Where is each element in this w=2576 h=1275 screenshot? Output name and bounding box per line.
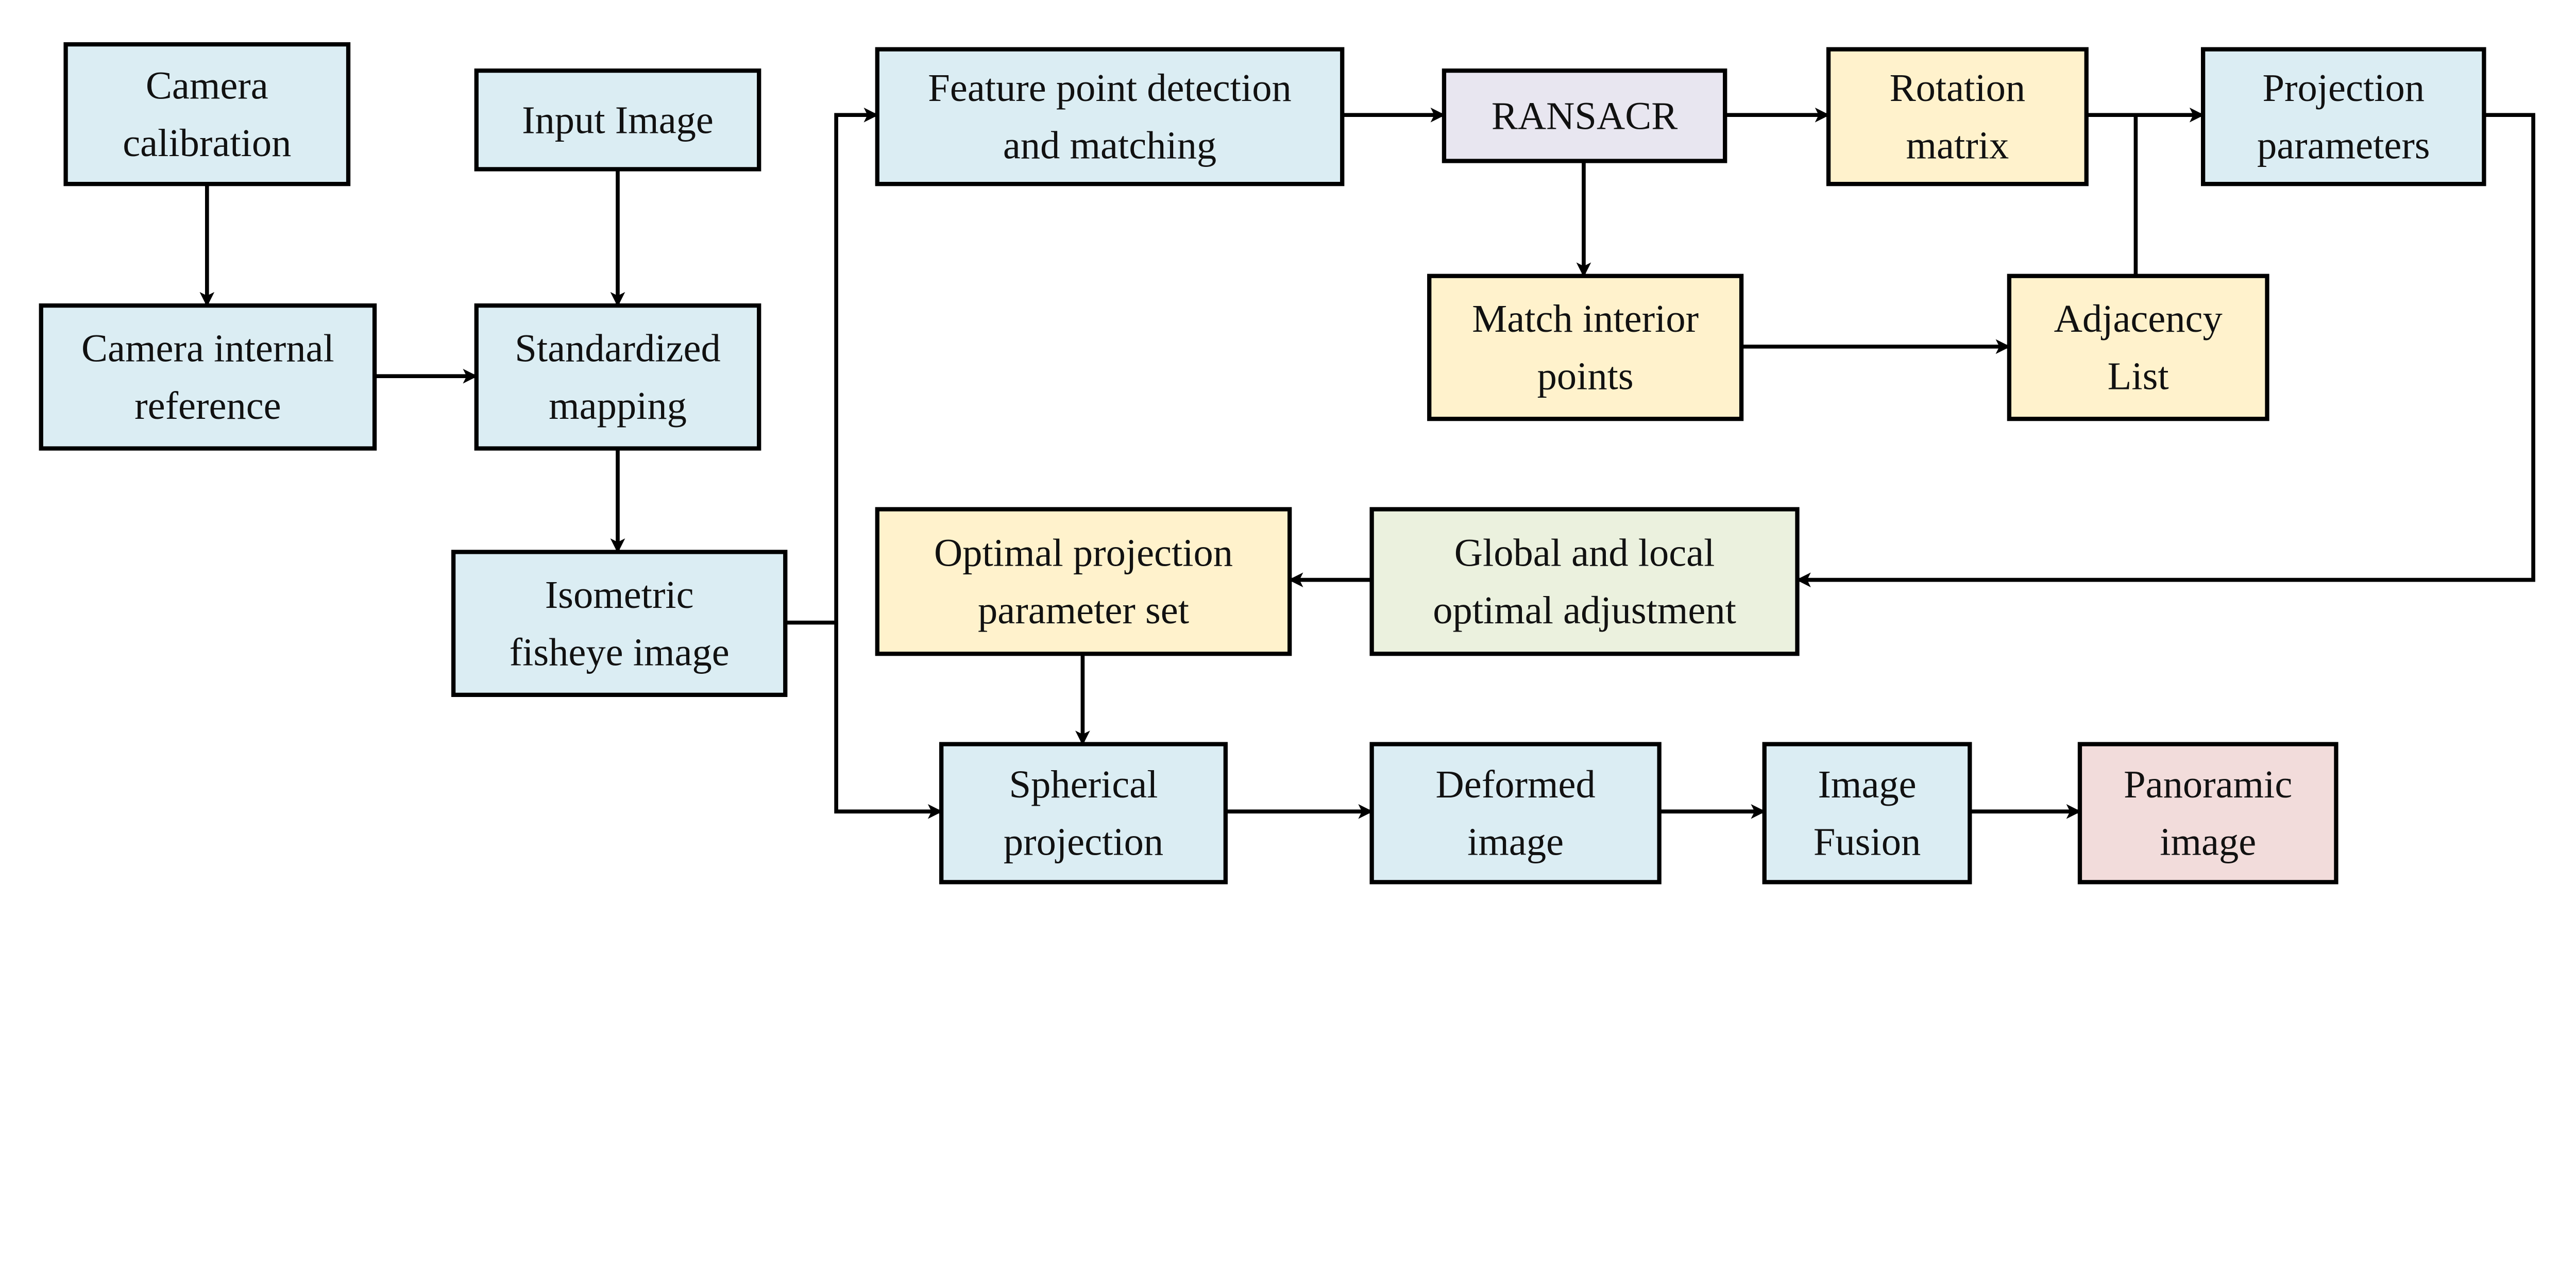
node-label: Camera: [146, 63, 268, 107]
node-label: mapping: [549, 384, 687, 428]
arrow-projection-parameters-to-global-local-optimal-adjustment: [1796, 113, 2535, 587]
node-deformed-image: Deformed image: [1369, 742, 1662, 885]
node-box: [39, 303, 377, 451]
arrow-isometric-fisheye-image-to-spherical-projection: [834, 622, 943, 819]
node-label: projection: [1004, 820, 1163, 864]
node-label: Spherical: [1009, 762, 1158, 806]
node-projection-parameters: Projection parameters: [2200, 47, 2486, 186]
node-box: [1427, 274, 1744, 421]
node-isometric-fisheye-image: Isometric fisheye image: [451, 550, 788, 697]
node-box: [474, 68, 761, 172]
node-standardized-mapping: Standardized mapping: [474, 303, 761, 451]
node-label: Fusion: [1814, 820, 1921, 864]
node-box: [2077, 742, 2338, 885]
connectors: [199, 107, 2535, 819]
node-input-image: Input Image: [474, 68, 761, 172]
node-label: Input Image: [522, 98, 714, 142]
node-box: [875, 47, 1345, 186]
node-optimal-projection-parameter-set: Optimal projection parameter set: [875, 507, 1292, 656]
node-label: Rotation: [1890, 66, 2026, 110]
node-label: Image: [1818, 762, 1916, 806]
node-spherical-projection: Spherical projection: [939, 742, 1228, 885]
node-label: parameters: [2257, 124, 2430, 167]
node-label: Camera internal: [81, 327, 334, 370]
node-box: [1369, 507, 1800, 656]
node-label: calibration: [123, 121, 291, 165]
node-feature-point-detection: Feature point detection and matching: [875, 47, 1345, 186]
node-box: [1762, 742, 1972, 885]
node-label: Isometric: [545, 573, 694, 617]
node-rotation-matrix: Rotation matrix: [1826, 47, 2089, 186]
node-label: reference: [134, 384, 281, 428]
node-match-interior-points: Match interior points: [1427, 274, 1744, 421]
node-label: Standardized: [515, 327, 720, 370]
node-label: Optimal projection: [934, 531, 1233, 575]
node-label: image: [2160, 820, 2256, 864]
node-label: Deformed: [1436, 762, 1596, 806]
node-label: Match interior: [1472, 297, 1699, 341]
node-panoramic-image: Panoramic image: [2077, 742, 2338, 885]
node-label: Feature point detection: [928, 66, 1291, 110]
node-box: [63, 42, 351, 186]
node-label: Adjacency: [2054, 297, 2223, 341]
node-box: [2007, 274, 2269, 421]
node-camera-internal-reference: Camera internal reference: [39, 303, 377, 451]
node-label: fisheye image: [510, 630, 730, 674]
node-label: points: [1537, 354, 1634, 398]
node-ransacr: RANSACR: [1442, 68, 1727, 163]
node-label: RANSACR: [1492, 94, 1677, 138]
node-box: [1826, 47, 2089, 186]
node-box: [2200, 47, 2486, 186]
node-label: optimal adjustment: [1433, 588, 1736, 632]
node-box: [451, 550, 788, 697]
node-label: and matching: [1003, 124, 1216, 167]
node-global-local-optimal-adjustment: Global and local optimal adjustment: [1369, 507, 1800, 656]
node-label: Panoramic: [2124, 762, 2292, 806]
node-box: [875, 507, 1292, 656]
node-label: Global and local: [1454, 531, 1715, 575]
node-box: [1369, 742, 1662, 885]
node-camera-calibration: Camera calibration: [63, 42, 351, 186]
node-box: [474, 303, 761, 451]
node-label: Projection: [2263, 66, 2425, 110]
arrow-isometric-fisheye-image-to-feature-point-detection: [785, 107, 879, 625]
node-label: List: [2108, 354, 2169, 398]
node-box: [939, 742, 1228, 885]
node-label: image: [1467, 820, 1564, 864]
node-label: parameter set: [978, 588, 1189, 632]
node-box: [1442, 68, 1727, 163]
node-label: matrix: [1906, 124, 2009, 167]
